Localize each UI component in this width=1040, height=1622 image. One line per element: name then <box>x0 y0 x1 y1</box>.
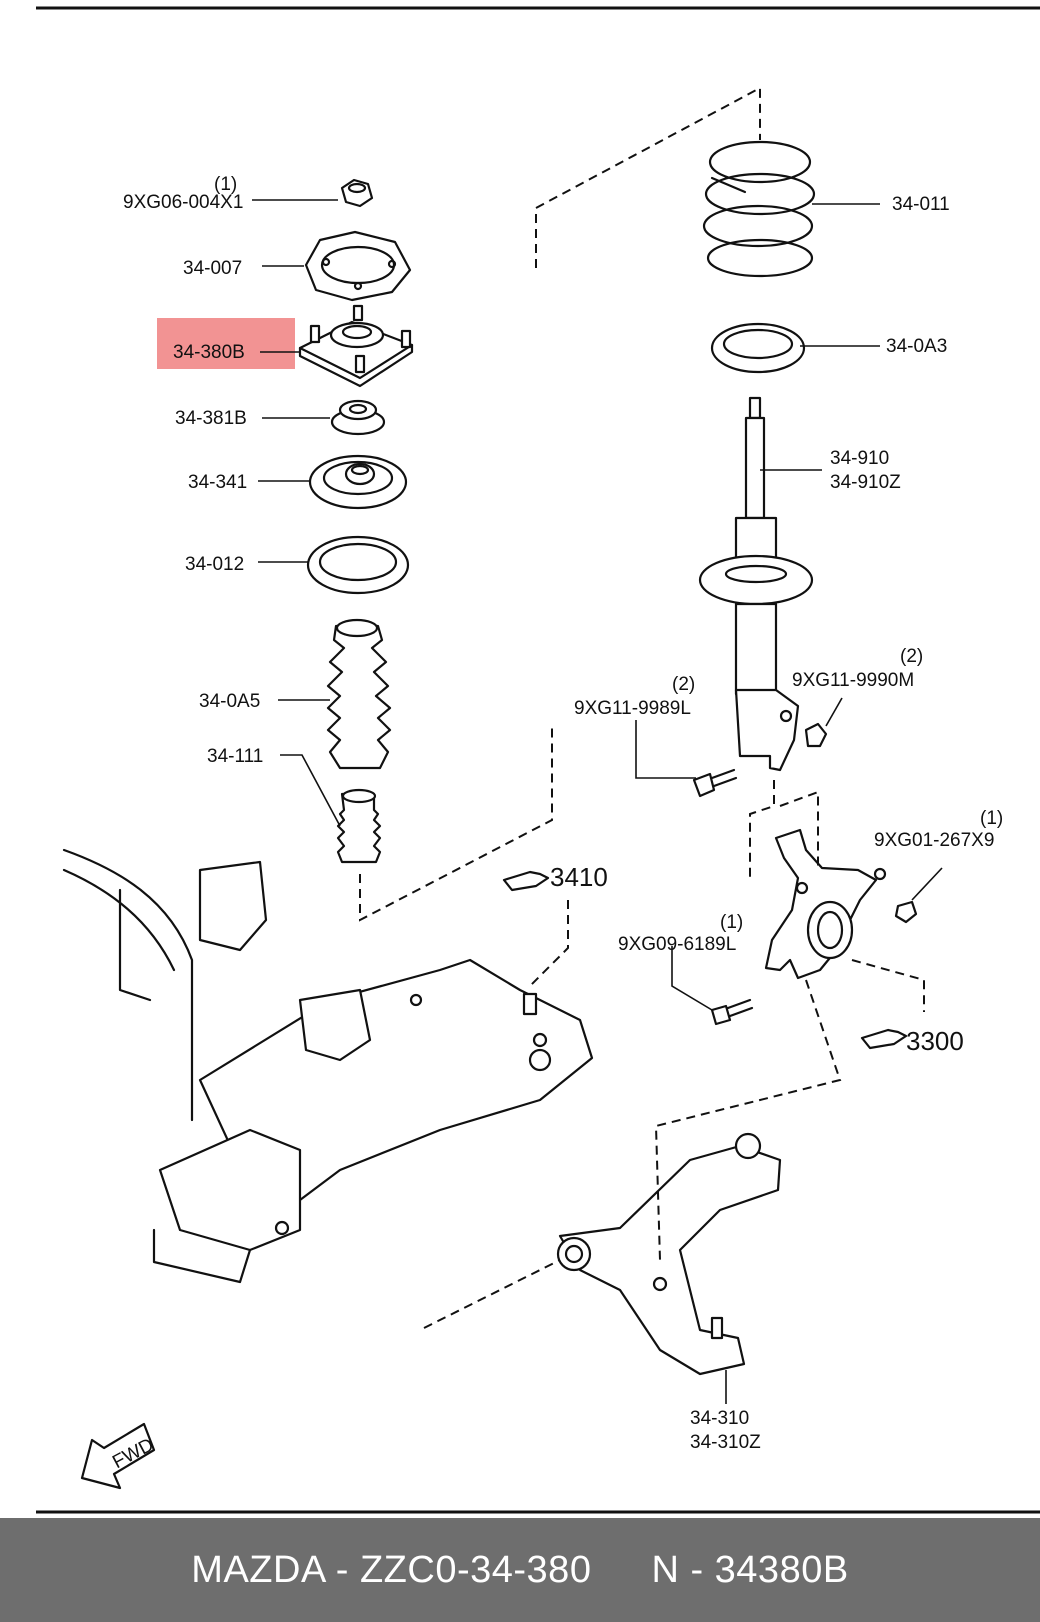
steering-knuckle-icon <box>764 828 887 980</box>
lower-arm-icon <box>556 1132 782 1376</box>
shock-absorber-icon <box>698 396 814 772</box>
mount-plate-icon <box>304 230 412 302</box>
mount-plate-label: 34-007 <box>183 258 242 279</box>
coil-spring-icon <box>702 140 816 278</box>
insulator-ring-icon <box>306 535 410 595</box>
bolt-l-part-label: 9XG11-9989L <box>574 698 691 719</box>
bearing-label: 34-381B <box>175 408 247 429</box>
strut-mount-icon[interactable] <box>298 304 414 388</box>
ref-3300-hand-icon <box>860 1028 908 1050</box>
nut-m-part-label: 9XG11-9990M <box>792 670 914 691</box>
spring-seat-icon <box>710 322 806 374</box>
footer-bar: MAZDA - ZZC0-34-380 N - 34380B <box>0 1518 1040 1622</box>
upper-seat-icon <box>308 454 408 510</box>
bump-stop-icon <box>336 788 382 864</box>
footer-oem-number: MAZDA - ZZC0-34-380 <box>191 1548 592 1591</box>
bump-stop-label: 34-111 <box>207 746 263 767</box>
coil-spring-label: 34-011 <box>892 194 950 215</box>
bolt-6189-part-label: 9XG09-6189L <box>618 934 736 955</box>
insulator-ring-label: 34-012 <box>185 554 244 575</box>
parts-diagram: FWD (1) 9XG06-004X1 34-007 34-380B 34-38… <box>36 6 1040 1514</box>
highlight-box <box>157 318 295 369</box>
bearing-icon <box>330 399 386 436</box>
subframe-icon <box>62 848 594 1284</box>
nut-qty: (1) <box>214 174 237 195</box>
knuckle-bolt-icon <box>710 998 754 1026</box>
fwd-arrow-icon: FWD <box>80 1422 157 1490</box>
strut-bolt-icon <box>692 768 738 798</box>
nut-m-qty: (2) <box>900 646 923 667</box>
upper-seat-label: 34-341 <box>188 472 247 493</box>
strut-nut-icon <box>804 722 828 748</box>
nut-x9-part-label: 9XG01-267X9 <box>874 830 994 851</box>
shock-label: 34-910 <box>830 448 889 469</box>
dust-boot-label: 34-0A5 <box>199 691 260 712</box>
nut-x9-qty: (1) <box>980 808 1003 829</box>
ref-3410-hand-icon <box>502 870 550 892</box>
shock-z-label: 34-910Z <box>830 472 901 493</box>
ref-3300-label: 3300 <box>906 1026 964 1056</box>
dust-boot-icon <box>326 618 392 770</box>
strut-mount-label[interactable]: 34-380B <box>173 342 245 363</box>
bolt-6189-qty: (1) <box>720 912 743 933</box>
nut-icon <box>340 178 374 208</box>
nut-part-label: 9XG06-004X1 <box>123 192 243 213</box>
knuckle-nut-icon <box>894 900 918 924</box>
lower-arm-label: 34-310 <box>690 1408 749 1429</box>
footer-part-number: N - 34380B <box>651 1548 849 1591</box>
bolt-l-qty: (2) <box>672 674 695 695</box>
ref-3410-label: 3410 <box>550 862 608 892</box>
spring-seat-label: 34-0A3 <box>886 336 947 357</box>
lower-arm-z-label: 34-310Z <box>690 1432 761 1453</box>
